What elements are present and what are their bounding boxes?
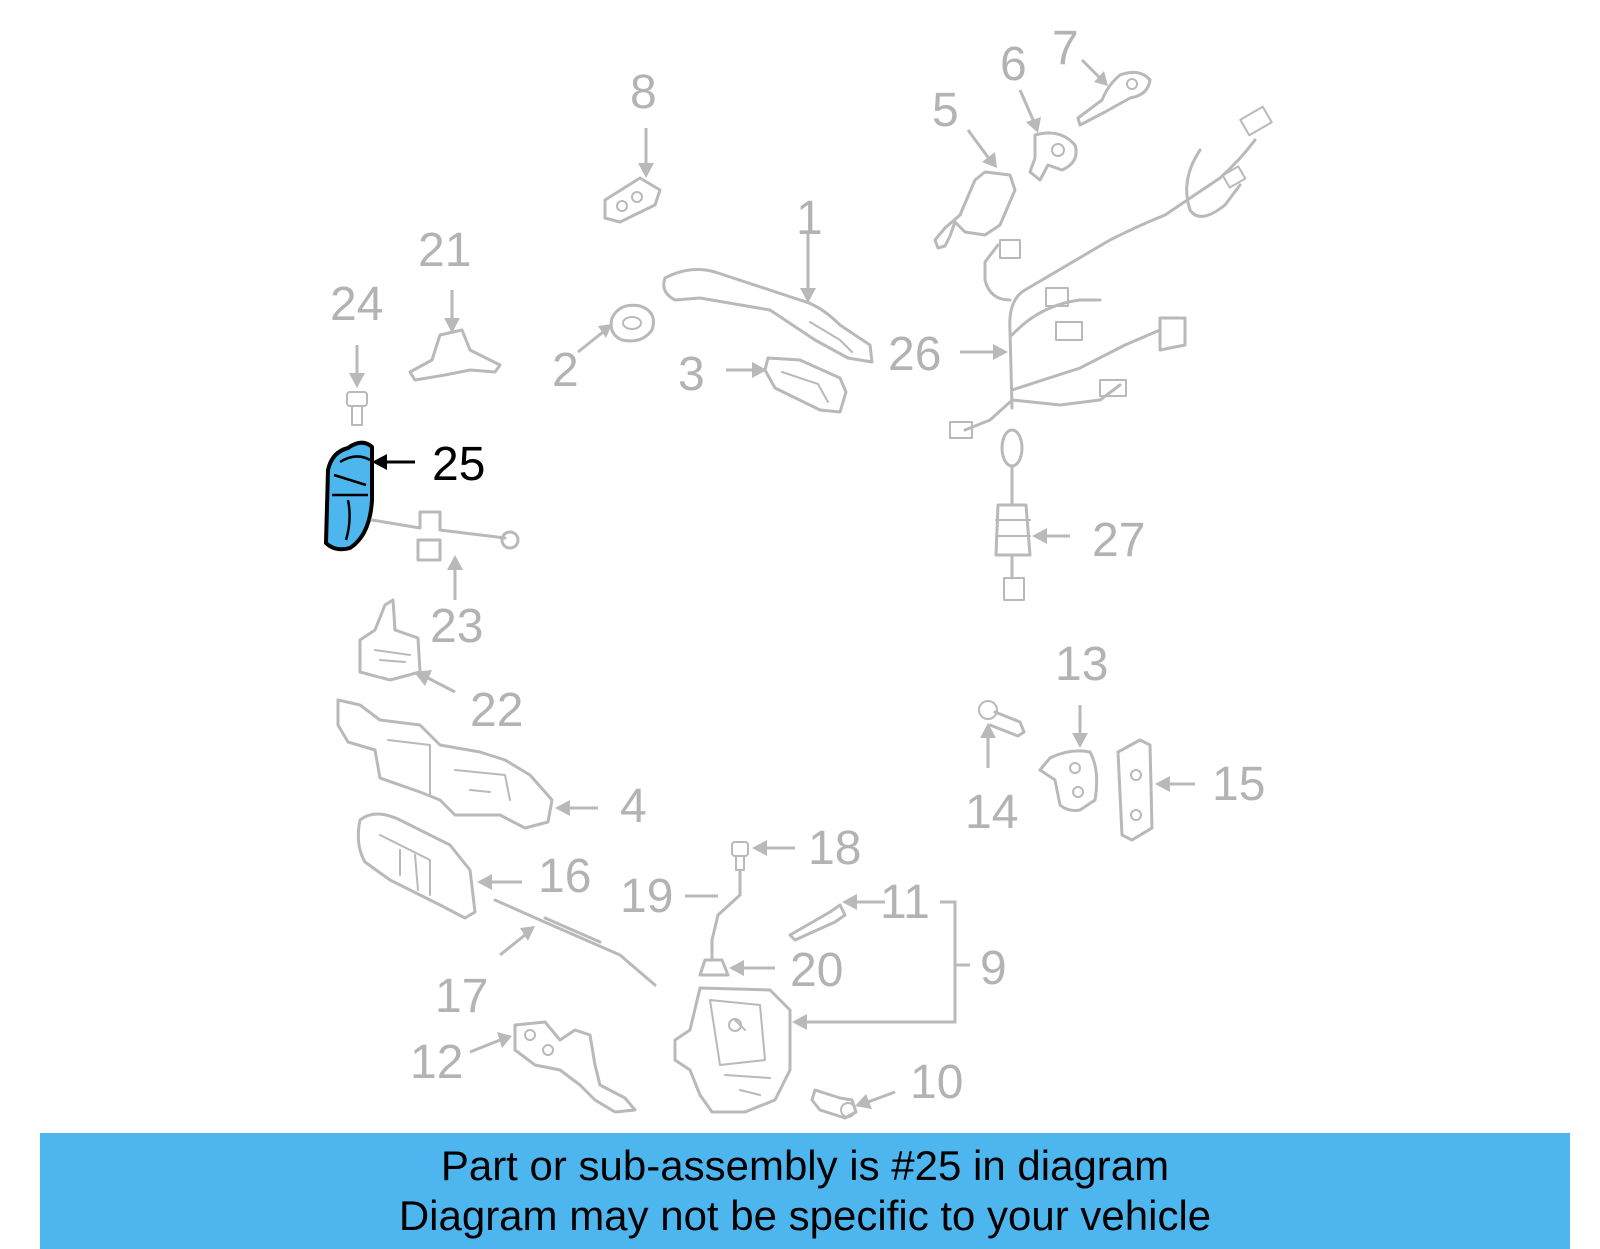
callout-7: 7 bbox=[1052, 22, 1079, 75]
callout-8: 8 bbox=[630, 66, 657, 119]
callout-15: 15 bbox=[1212, 758, 1265, 811]
part-12[interactable] bbox=[469, 1020, 637, 1114]
part-6[interactable] bbox=[1018, 89, 1078, 182]
callout-25: 25 bbox=[432, 438, 485, 491]
callout-20: 20 bbox=[790, 944, 843, 997]
callout-9: 9 bbox=[980, 942, 1007, 995]
banner-line-2: Diagram may not be specific to your vehi… bbox=[398, 1192, 1212, 1239]
callout-4: 4 bbox=[620, 780, 647, 833]
part-23[interactable] bbox=[370, 510, 520, 600]
part-info-banner: Part or sub-assembly is #25 in diagram D… bbox=[40, 1133, 1570, 1249]
part-11[interactable] bbox=[788, 894, 885, 942]
callout-5: 5 bbox=[932, 84, 959, 137]
part-21[interactable] bbox=[408, 290, 502, 382]
callout-11: 11 bbox=[880, 876, 930, 929]
callout-12: 12 bbox=[410, 1036, 463, 1089]
callout-23: 23 bbox=[430, 600, 483, 653]
callout-16: 16 bbox=[538, 850, 591, 903]
part-13[interactable] bbox=[1038, 705, 1099, 812]
callout-14: 14 bbox=[965, 786, 1018, 839]
callout-26: 26 bbox=[888, 328, 941, 381]
part-19[interactable] bbox=[685, 870, 742, 962]
callout-2: 2 bbox=[552, 344, 579, 397]
callout-1: 1 bbox=[796, 192, 823, 245]
part-22[interactable] bbox=[358, 598, 456, 694]
part-2[interactable] bbox=[577, 303, 655, 354]
part-5[interactable] bbox=[933, 129, 1017, 250]
callout-17: 17 bbox=[435, 970, 488, 1023]
callout-21: 21 bbox=[418, 224, 471, 277]
part-15[interactable] bbox=[1116, 738, 1195, 842]
part-20[interactable] bbox=[698, 958, 775, 977]
part-26[interactable] bbox=[949, 105, 1273, 439]
callout-27: 27 bbox=[1092, 514, 1145, 567]
part-17[interactable] bbox=[493, 898, 657, 987]
callout-10: 10 bbox=[910, 1056, 963, 1109]
part-18[interactable] bbox=[731, 840, 795, 871]
callout-3: 3 bbox=[678, 348, 705, 401]
callout-13: 13 bbox=[1055, 638, 1108, 691]
part-27[interactable] bbox=[994, 428, 1070, 601]
part-7[interactable] bbox=[1076, 58, 1152, 127]
part-8[interactable] bbox=[603, 128, 662, 224]
part-25-highlighted[interactable] bbox=[324, 440, 415, 552]
callout-18: 18 bbox=[808, 822, 861, 875]
callout-19: 19 bbox=[620, 870, 673, 923]
part-1[interactable] bbox=[662, 232, 874, 364]
part-10[interactable] bbox=[810, 1088, 896, 1120]
callout-6: 6 bbox=[1000, 38, 1027, 91]
part-16[interactable] bbox=[356, 812, 522, 920]
callout-22: 22 bbox=[470, 684, 523, 737]
part-24[interactable] bbox=[346, 345, 368, 426]
part-9[interactable] bbox=[673, 900, 970, 1114]
part-14[interactable] bbox=[978, 700, 1026, 768]
banner-line-1: Part or sub-assembly is #25 in diagram bbox=[440, 1142, 1170, 1189]
callout-24: 24 bbox=[330, 278, 383, 331]
part-4[interactable] bbox=[336, 698, 598, 830]
part-3[interactable] bbox=[726, 356, 848, 414]
